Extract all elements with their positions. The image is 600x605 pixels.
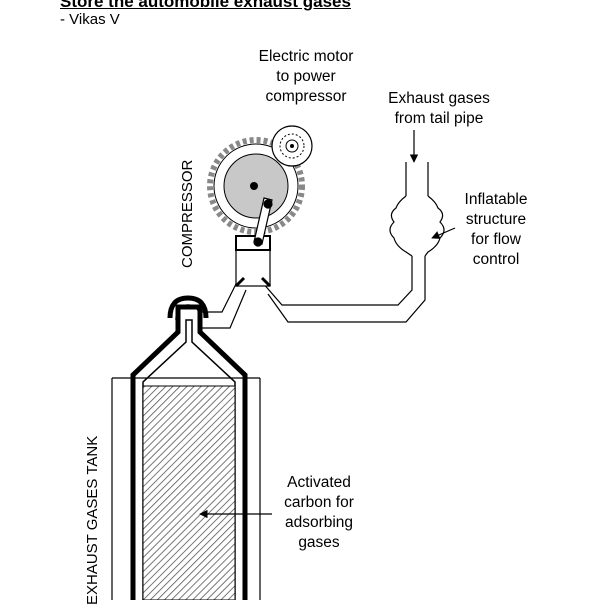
compressor-label: COMPRESSOR bbox=[179, 159, 196, 268]
motor-gear bbox=[271, 125, 313, 167]
carbon-label: Activated carbon for adsorbing gases bbox=[284, 474, 354, 551]
author-credit: - Vikas V bbox=[60, 11, 120, 28]
compressor-cylinder bbox=[234, 235, 272, 288]
inflatable-pointer-arrow bbox=[431, 227, 456, 239]
motor-label: Electric motor to power compressor bbox=[258, 48, 354, 105]
inflatable-structure bbox=[389, 195, 445, 257]
exhaust-inlet-pipe bbox=[261, 162, 429, 323]
inflatable-label: Inflatable structure for flow control bbox=[464, 191, 528, 268]
tank-body bbox=[130, 295, 248, 600]
tank-inlet-pipe bbox=[200, 279, 247, 329]
exhaust-label: Exhaust gases from tail pipe bbox=[388, 90, 490, 127]
connecting-rod bbox=[253, 197, 273, 247]
activated-carbon-fill bbox=[142, 385, 236, 600]
diagram-title: Store the automobile exhaust gases bbox=[60, 0, 351, 11]
tank-label: EXHAUST GASES TANK bbox=[84, 435, 101, 605]
